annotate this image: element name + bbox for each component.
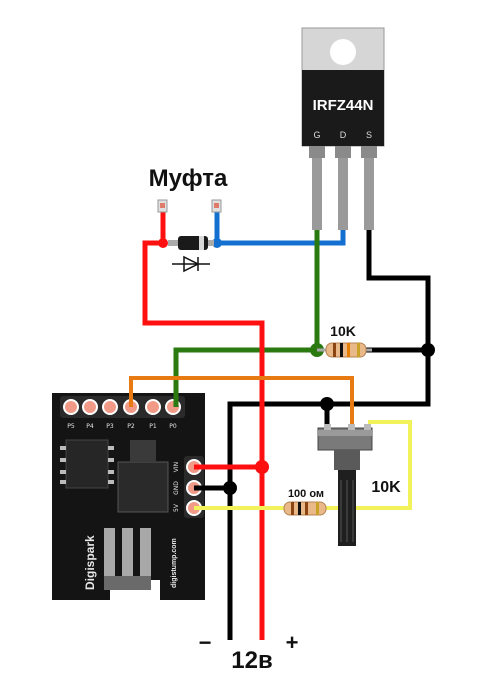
- junction-dot-red-vin: [255, 460, 269, 474]
- attiny-chip: [60, 439, 114, 489]
- mosfet-label: IRFZ44N: [313, 97, 374, 114]
- junction-dot-black-right: [421, 343, 435, 357]
- board-url: digistump.com: [171, 538, 178, 588]
- pin-label-p5: P5: [67, 423, 75, 430]
- board-name: Digispark: [83, 535, 97, 590]
- junction-dot-red-top: [158, 238, 168, 248]
- usb-contacts: [104, 528, 151, 590]
- mosfet-irfz44n: IRFZ44N G D S: [301, 27, 385, 230]
- mosfet-pin-s: S: [366, 130, 372, 140]
- pin-label-5v: 5V: [173, 503, 180, 512]
- digispark-board: P5 P4 P3 P2 P1 P0 VIN GND 5V Digispark d…: [52, 393, 205, 600]
- pin-label-p3: P3: [106, 423, 114, 430]
- mosfet-pin-g: G: [313, 130, 320, 140]
- supply-minus: −: [199, 630, 212, 655]
- led-resistor: [283, 501, 327, 516]
- potentiometer-label: 10K: [371, 479, 401, 496]
- junction-dot-blue: [212, 238, 222, 248]
- pin-label-p2: P2: [127, 423, 135, 430]
- wire-red: [142, 210, 265, 640]
- led-resistor-label: 100 ом: [288, 488, 324, 500]
- supply-plus: +: [286, 630, 299, 655]
- pin-label-p1: P1: [149, 423, 157, 430]
- diode-symbol: [172, 255, 210, 273]
- gate-resistor-label: 10K: [330, 323, 356, 339]
- pin-label-gnd: GND: [173, 481, 180, 495]
- wire-blue: [217, 230, 346, 246]
- junction-dot-black-gnd: [223, 481, 237, 495]
- voltage-regulator: [117, 440, 169, 513]
- pin-label-p4: P4: [86, 423, 94, 430]
- potentiometer: [317, 424, 373, 546]
- coupling-label: Муфта: [149, 165, 228, 192]
- diode: [168, 236, 214, 250]
- wire-green: [173, 230, 320, 407]
- pin-label-vin: VIN: [173, 462, 180, 472]
- coupling-terminals: [157, 199, 222, 213]
- wire-orange: [129, 376, 354, 430]
- gate-resistor: [317, 342, 372, 358]
- pin-label-p0: P0: [169, 423, 177, 430]
- mosfet-pin-d: D: [340, 130, 347, 140]
- wire-black-source: [355, 230, 431, 353]
- supply-voltage-label: 12в: [231, 647, 272, 674]
- junction-dot-black-pot: [320, 397, 334, 411]
